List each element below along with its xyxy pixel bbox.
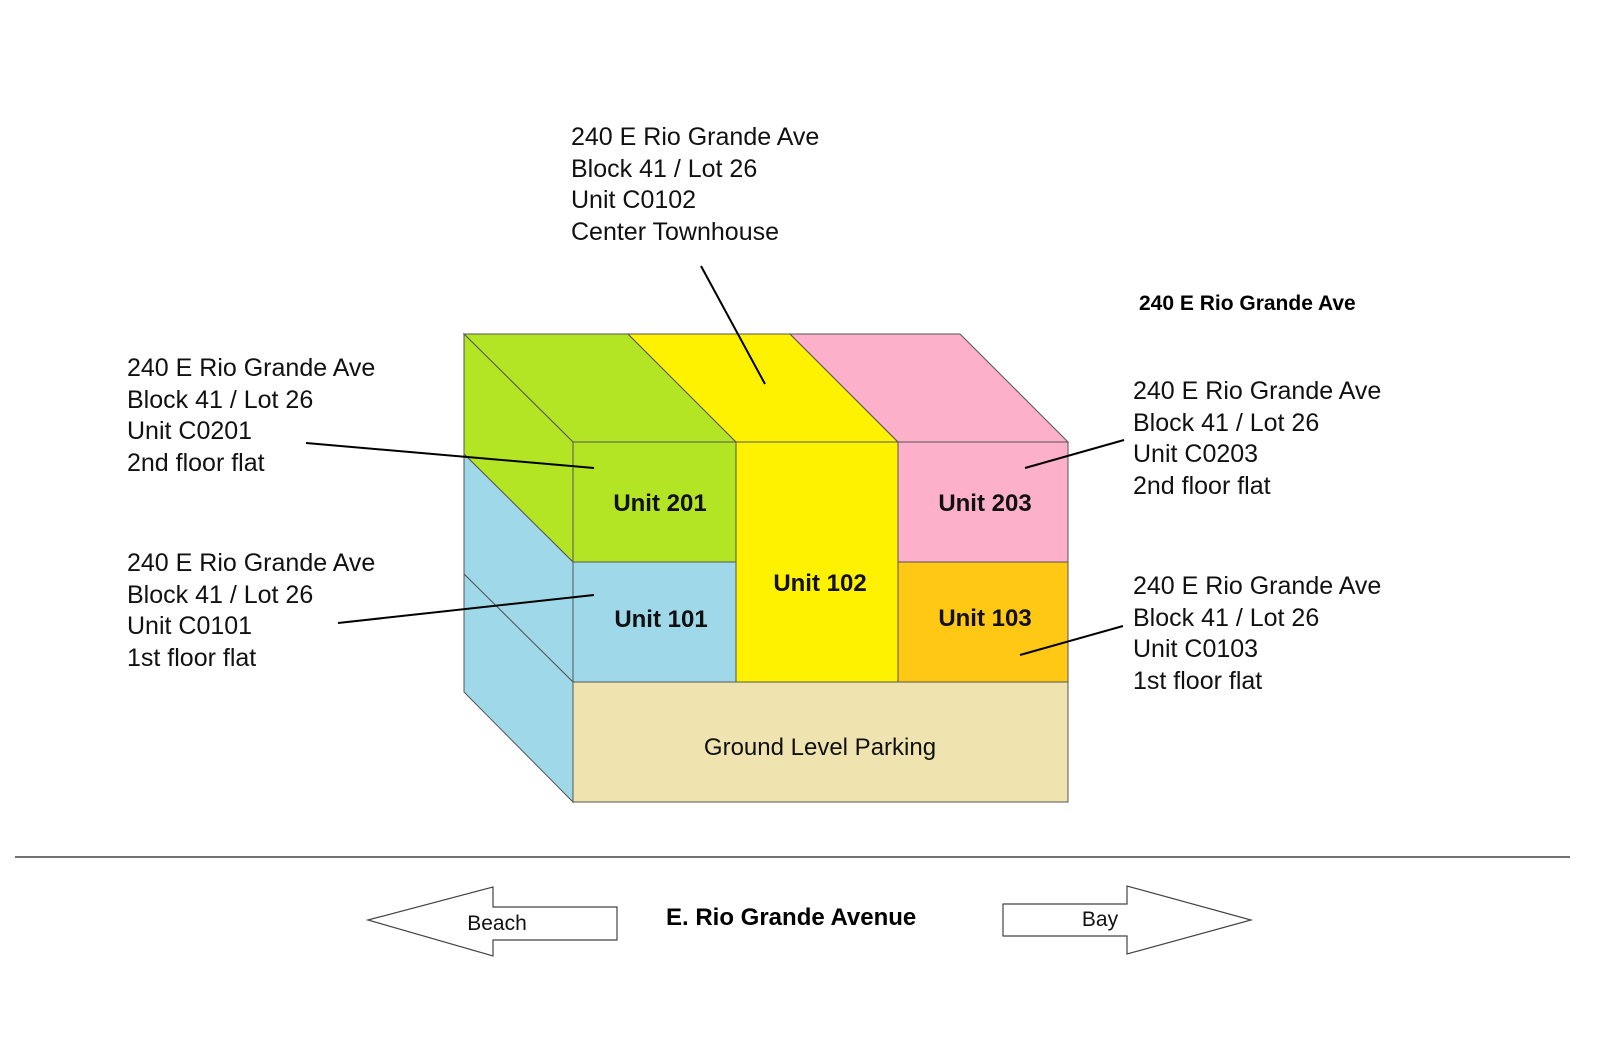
building-title: 240 E Rio Grande Ave bbox=[1139, 292, 1356, 315]
bay-arrow bbox=[1002, 885, 1254, 955]
unit-103-block bbox=[897, 561, 1069, 683]
leader-line-c0101 bbox=[337, 594, 595, 624]
unit-101-label: Unit 101 bbox=[614, 606, 707, 633]
callout-line: Block 41 / Lot 26 bbox=[1133, 408, 1320, 437]
beach-label: Beach bbox=[467, 912, 527, 935]
callout-line: 240 E Rio Grande Ave bbox=[127, 354, 376, 382]
leader-line-center bbox=[700, 265, 766, 385]
unit-102-block bbox=[735, 441, 899, 683]
callout-line: 2nd floor flat bbox=[127, 448, 265, 477]
callout-line: Block 41 / Lot 26 bbox=[127, 385, 314, 414]
callout-line: 1st floor flat bbox=[127, 643, 257, 672]
callout-line: Unit C0102 bbox=[571, 186, 697, 214]
callout-center-townhouse: 240 E Rio Grande Ave Block 41 / Lot 26 U… bbox=[571, 122, 819, 248]
beach-arrow bbox=[365, 886, 618, 957]
callout-line: Block 41 / Lot 26 bbox=[571, 154, 758, 183]
callout-line: Unit C0203 bbox=[1133, 440, 1259, 468]
leader-line-c0203 bbox=[1024, 439, 1125, 469]
unit-101-block bbox=[572, 561, 737, 683]
callout-line: Unit C0101 bbox=[127, 612, 253, 640]
callout-line: 240 E Rio Grande Ave bbox=[571, 123, 820, 151]
unit-201-label: Unit 201 bbox=[613, 490, 706, 517]
callout-line: 240 E Rio Grande Ave bbox=[1133, 377, 1382, 405]
callout-line: Unit C0103 bbox=[1133, 635, 1259, 663]
callout-line: 2nd floor flat bbox=[1133, 471, 1271, 500]
bay-label: Bay bbox=[1082, 908, 1119, 931]
callout-unit-c0201: 240 E Rio Grande Ave Block 41 / Lot 26 U… bbox=[127, 353, 375, 479]
callout-unit-c0103: 240 E Rio Grande Ave Block 41 / Lot 26 U… bbox=[1133, 571, 1381, 697]
street-name: E. Rio Grande Avenue bbox=[666, 904, 917, 931]
unit-102-label: Unit 102 bbox=[773, 570, 866, 597]
unit-203-block bbox=[897, 441, 1069, 563]
callout-line: 240 E Rio Grande Ave bbox=[1133, 572, 1382, 600]
unit-203-label: Unit 203 bbox=[938, 490, 1031, 517]
callout-unit-c0101: 240 E Rio Grande Ave Block 41 / Lot 26 U… bbox=[127, 548, 375, 674]
leader-line-c0201 bbox=[305, 442, 595, 469]
callout-line: 240 E Rio Grande Ave bbox=[127, 549, 376, 577]
callout-line: Unit C0201 bbox=[127, 417, 253, 445]
callout-line: Center Townhouse bbox=[571, 217, 780, 246]
parking-block bbox=[572, 681, 1069, 803]
callout-line: Block 41 / Lot 26 bbox=[127, 580, 314, 609]
leader-line-c0103 bbox=[1019, 625, 1124, 656]
callout-line: Block 41 / Lot 26 bbox=[1133, 603, 1320, 632]
unit-201-block bbox=[572, 441, 737, 563]
parking-label: Ground Level Parking bbox=[704, 734, 936, 761]
unit-103-label: Unit 103 bbox=[938, 605, 1031, 632]
callout-line: 1st floor flat bbox=[1133, 666, 1263, 695]
callout-unit-c0203: 240 E Rio Grande Ave Block 41 / Lot 26 U… bbox=[1133, 376, 1381, 502]
